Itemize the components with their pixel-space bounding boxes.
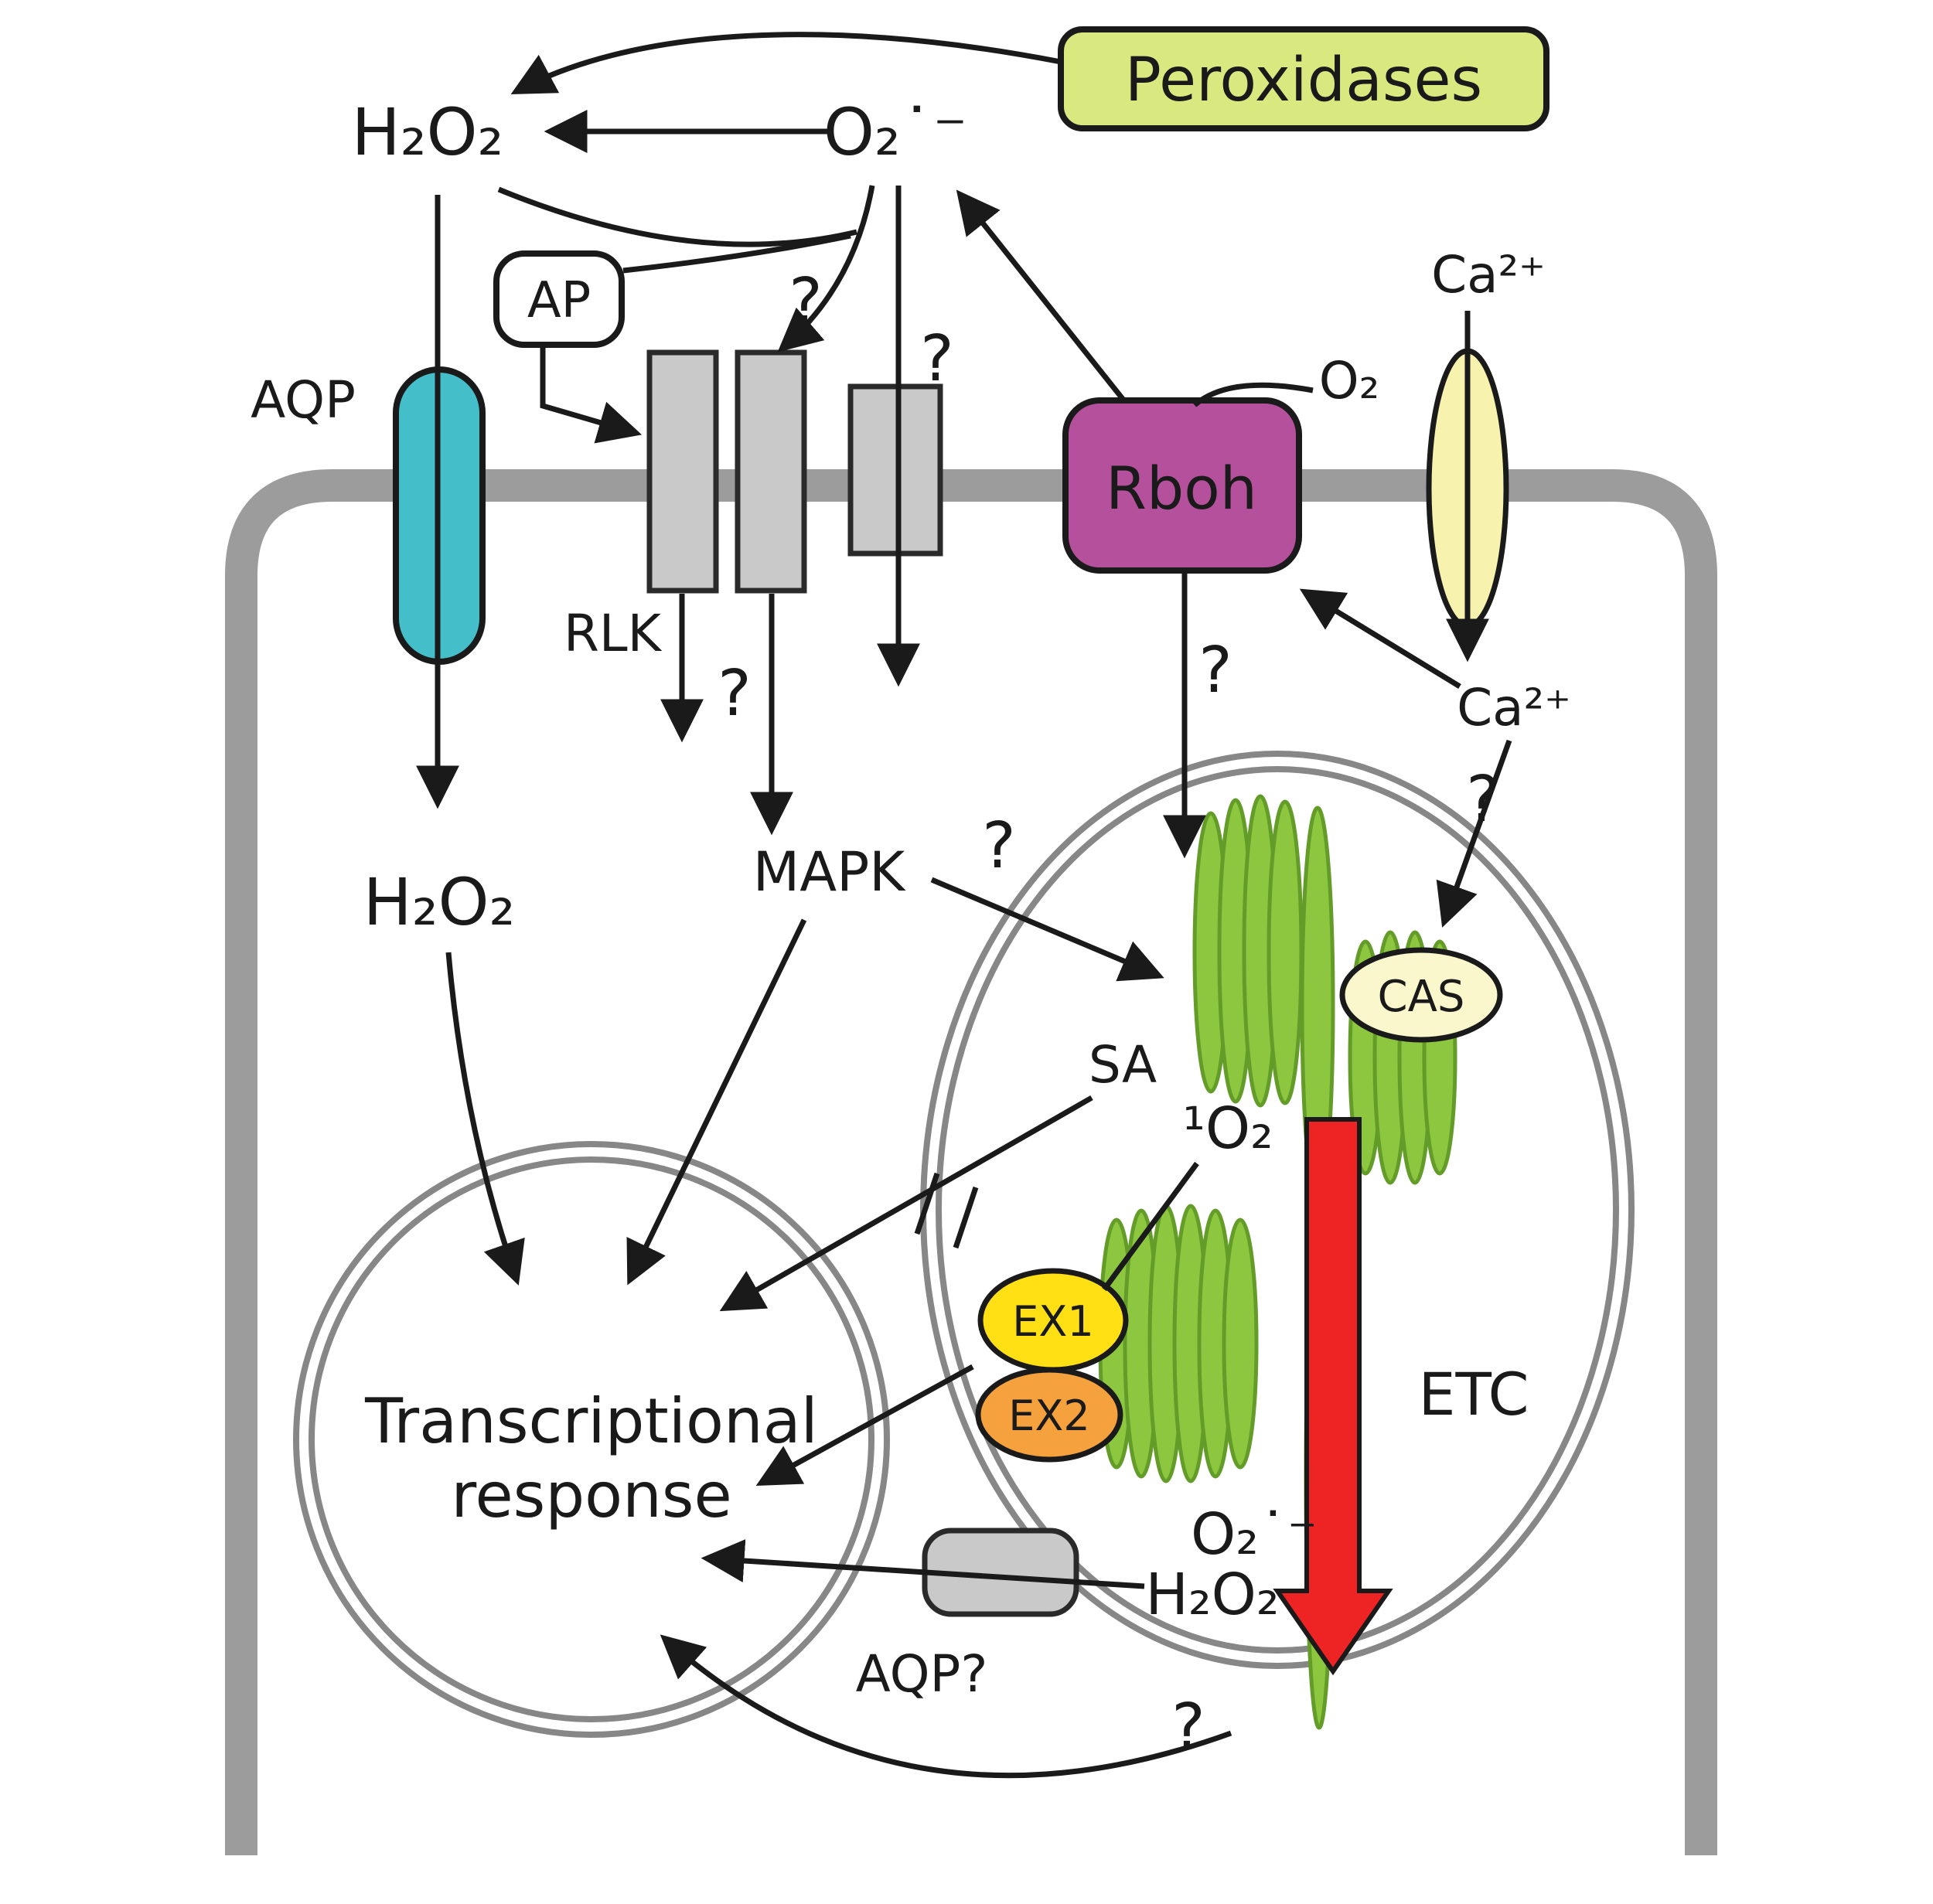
- cas-protein: [1339, 947, 1503, 1043]
- inhibition-slash-2: [953, 1186, 979, 1249]
- arrow-superoxide-to-rlk: [777, 185, 875, 353]
- arrow-rboh-to-superoxide: [956, 189, 1125, 401]
- label-superoxide-apoplast: O₂˙⁻: [823, 94, 967, 170]
- line-h2o2-to-ap-junction: [497, 186, 857, 247]
- ex2-protein: [975, 1367, 1123, 1463]
- label-mapk: MAPK: [753, 840, 906, 904]
- label-ca-cytosol: Ca²⁺: [1457, 678, 1571, 737]
- unknown-channel: [847, 383, 943, 557]
- arrow-retrograde-signal: [660, 1634, 1232, 1779]
- label-cas: CAS: [1378, 972, 1465, 1022]
- label-sa: SA: [1089, 1035, 1157, 1095]
- label-ex2: EX2: [1008, 1391, 1089, 1440]
- label-oxygen: O₂: [1319, 351, 1379, 410]
- arrow-ca-to-rboh: [1299, 588, 1461, 689]
- arrow-mapk-to-nucleus: [626, 918, 807, 1286]
- ap-bubble: [493, 250, 625, 348]
- nucleus-inner: [309, 1156, 874, 1722]
- arrow-mapk-to-chloroplast: [930, 877, 1164, 982]
- label-h2o2-apoplast: H₂O₂: [352, 94, 504, 170]
- arrow-ap-to-rlk: [540, 346, 643, 444]
- question-mark-rlk-input: ?: [789, 265, 823, 339]
- rboh-enzyme: [1062, 397, 1302, 574]
- thylakoid-lens: [1267, 799, 1304, 1105]
- line-o2-into-rboh: [1192, 382, 1314, 407]
- question-mark-channel-input: ?: [920, 322, 954, 396]
- label-aqp-question: AQP?: [856, 1644, 988, 1704]
- label-h2o2-cytosol: H₂O₂: [363, 864, 516, 940]
- etc-arrow: [1273, 1117, 1393, 1676]
- label-superoxide-chloroplast: O₂˙⁻: [1191, 1501, 1318, 1568]
- label-rlk: RLK: [564, 604, 663, 663]
- question-mark-mapk-chloroplast: ?: [982, 809, 1016, 883]
- question-mark-retrograde: ?: [1171, 1691, 1205, 1764]
- label-rboh: Rboh: [1106, 454, 1257, 523]
- arrow-h2o2-chloroplast-to-nucleus: [701, 1539, 1145, 1589]
- line-singlet-o2-to-ex1: [1102, 1161, 1199, 1292]
- rlk-receptor-left: [646, 349, 719, 594]
- nucleus-text-line2: response: [451, 1460, 731, 1531]
- question-mark-rboh-down: ?: [1198, 634, 1232, 707]
- label-peroxidases: Peroxidases: [1125, 46, 1482, 115]
- arrow-h2o2-to-nucleus: [445, 952, 525, 1286]
- thylakoid-stack-lower: [1098, 1204, 1259, 1483]
- label-ap: AP: [527, 272, 591, 329]
- arrow-sa-to-nucleus: [719, 1095, 1093, 1312]
- thylakoid-lens: [1222, 1218, 1259, 1470]
- question-mark-ca-cas: ?: [1466, 763, 1500, 836]
- label-etc: ETC: [1418, 1360, 1529, 1429]
- arrow-ex-to-nucleus: [755, 1364, 974, 1487]
- label-ex1: EX1: [1012, 1297, 1093, 1346]
- label-aqp: AQP: [251, 370, 356, 430]
- arrow-peroxidases-to-h2o2: [510, 32, 1062, 94]
- label-singlet-oxygen: ¹O₂: [1182, 1095, 1273, 1162]
- line-ap-to-junction: [622, 233, 851, 274]
- rlk-receptor-right: [735, 349, 807, 594]
- inhibition-slash-1: [914, 1172, 940, 1235]
- label-ca-apoplast: Ca²⁺: [1431, 245, 1546, 305]
- peroxidases-box: [1058, 26, 1549, 131]
- label-h2o2-chloroplast: H₂O₂: [1145, 1562, 1279, 1628]
- question-mark-rlk-output: ?: [718, 657, 752, 731]
- cell-membrane: [225, 469, 1717, 1855]
- chloroplast-inner: [936, 766, 1619, 1654]
- nucleus-text-line1: Transcriptional: [364, 1385, 818, 1457]
- arrow-ca-to-cas: [1436, 739, 1512, 928]
